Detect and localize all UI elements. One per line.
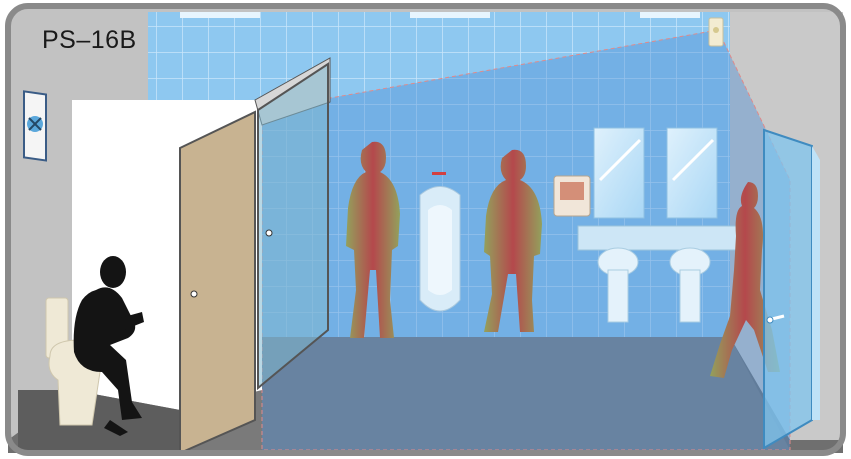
sink-counter <box>578 226 738 250</box>
fan-vent-icon <box>24 91 46 160</box>
hand-dryer <box>554 176 590 216</box>
stall-door-left[interactable] <box>180 112 255 453</box>
model-label: PS–16B <box>42 26 137 55</box>
entrance-door[interactable] <box>764 130 812 448</box>
urinal <box>420 172 460 311</box>
stall-partition <box>258 64 328 388</box>
motion-sensor-icon <box>709 18 723 46</box>
